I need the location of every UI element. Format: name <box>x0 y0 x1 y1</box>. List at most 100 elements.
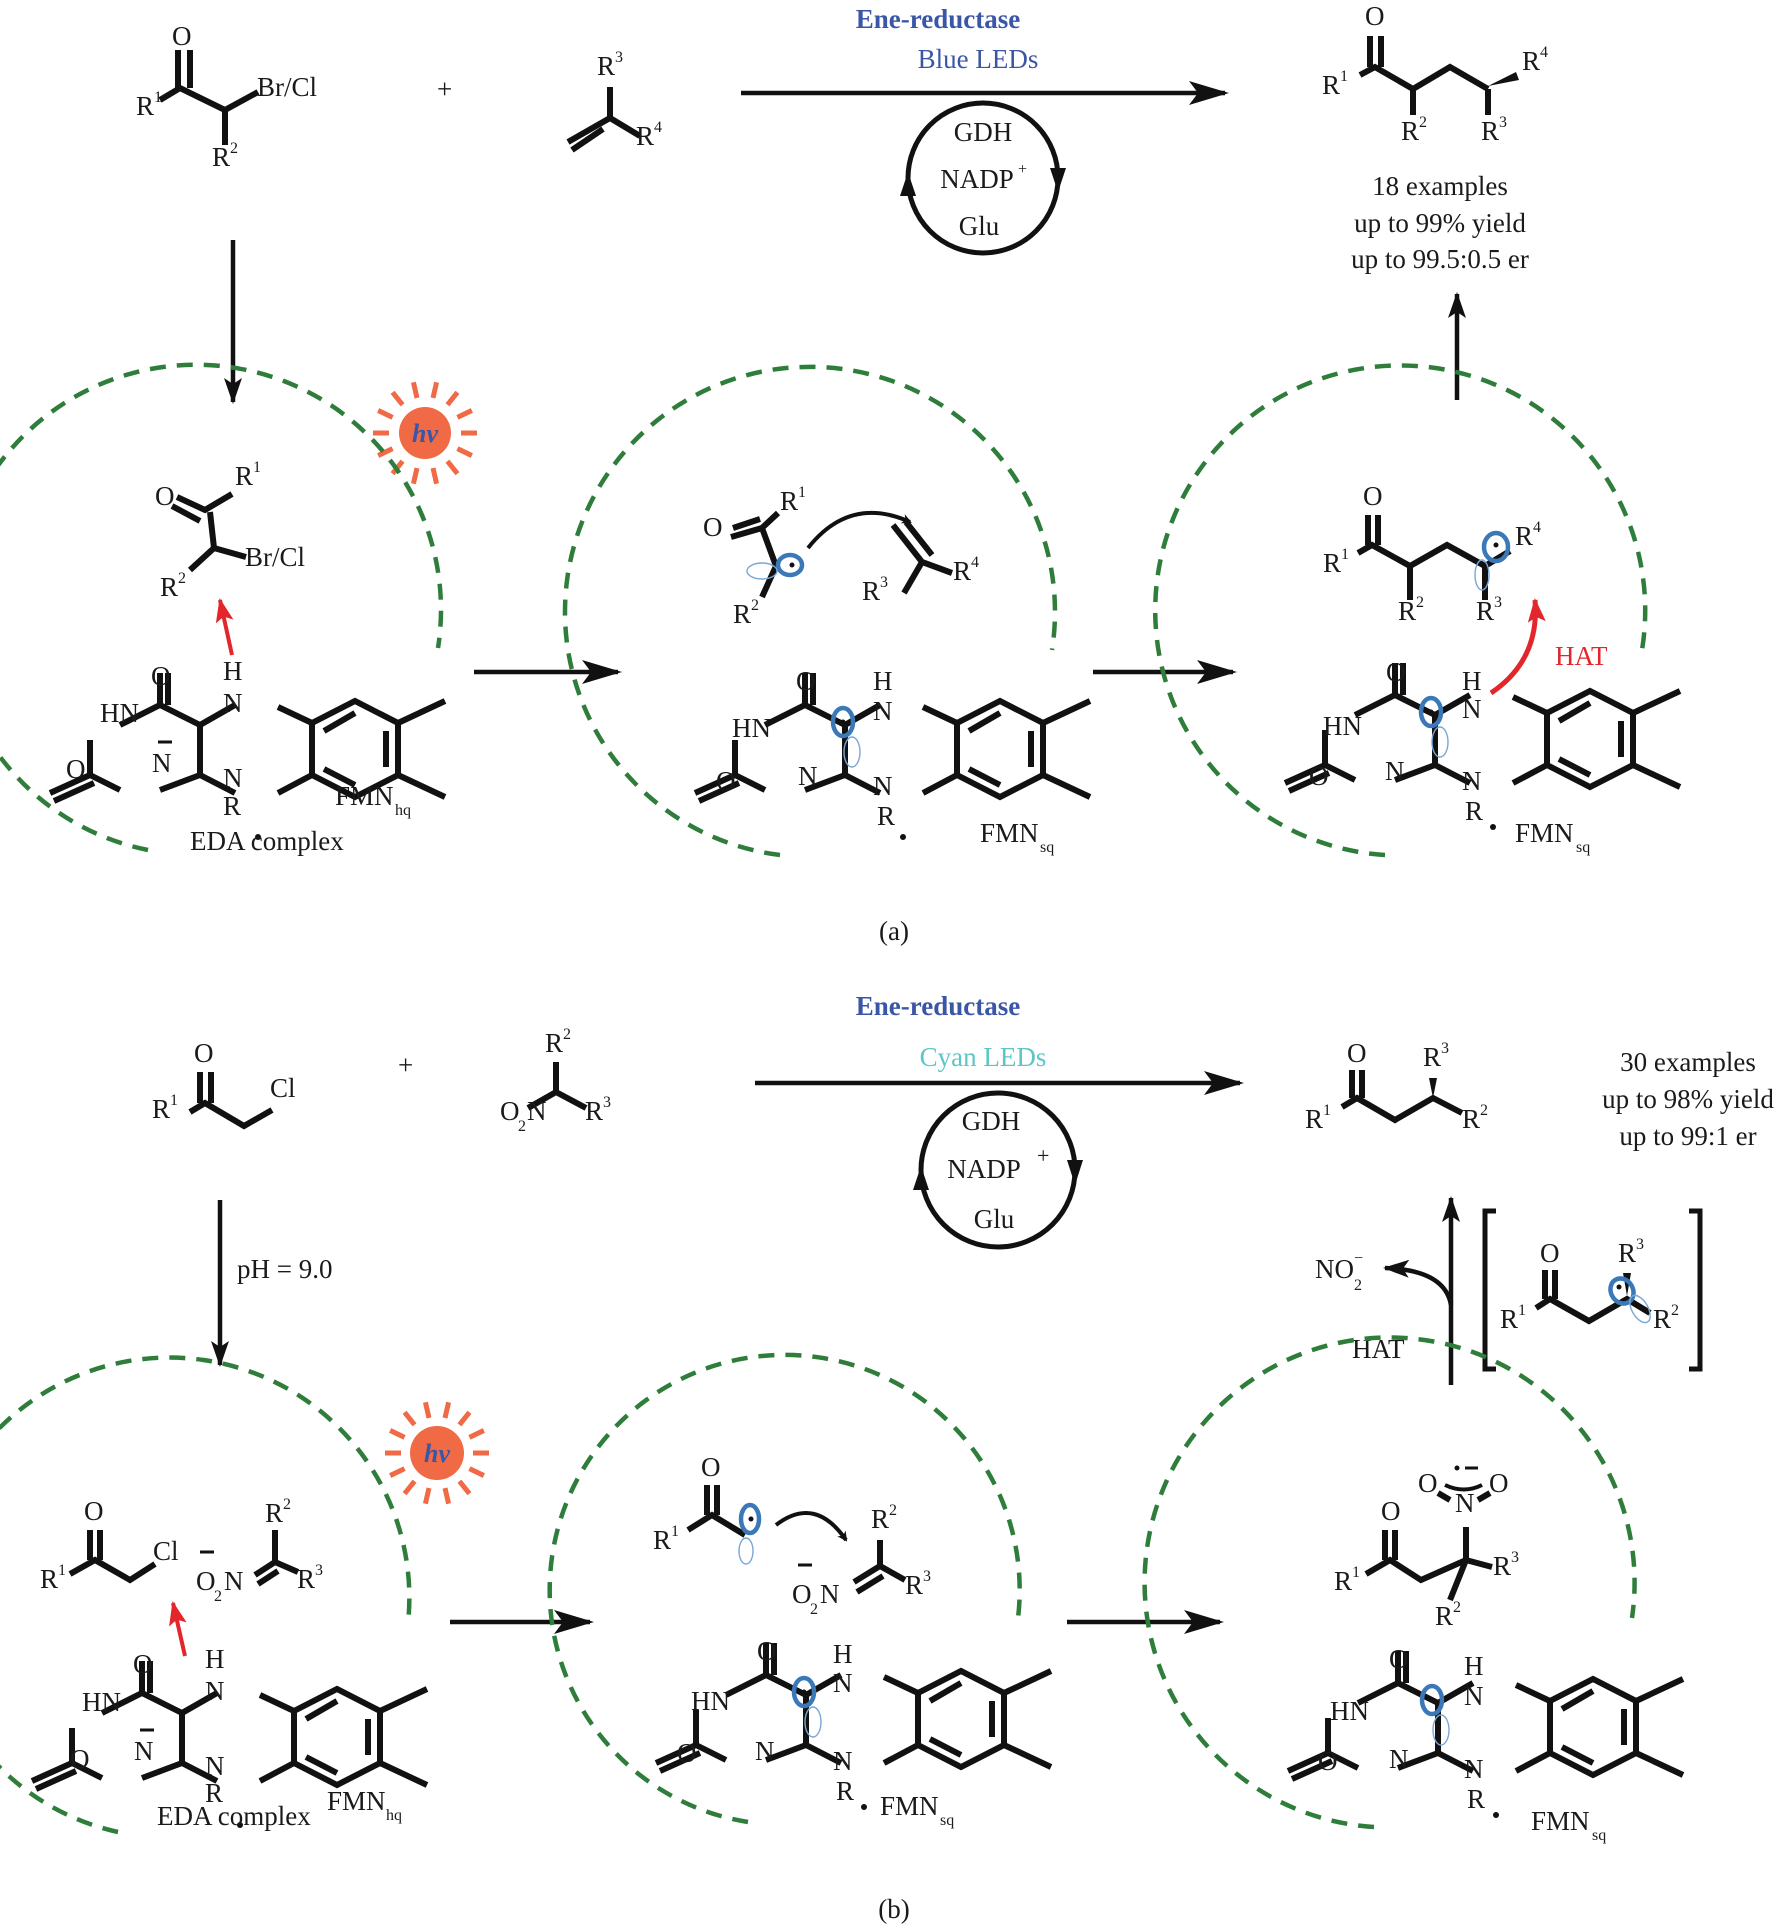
atom-label: O <box>1381 1496 1401 1526</box>
atom-label: O <box>500 1096 520 1126</box>
atom-label: Br/Cl <box>257 72 317 102</box>
atom-label: R <box>877 801 895 831</box>
atom-label: N <box>223 688 243 718</box>
light-hv-icon: hv <box>385 1401 489 1505</box>
hat-arrow <box>1489 598 1546 696</box>
reagent-nitroalkane-b: O 2 N R 2 R 3 <box>500 1026 611 1135</box>
atom-label: R <box>152 1094 170 1124</box>
sun-ray-icon <box>390 390 405 407</box>
atom-label: R <box>1423 1042 1441 1072</box>
product-a: O R 1 R 2 R 3 R 4 <box>1322 1 1548 146</box>
light-source-label: Blue LEDs <box>918 44 1039 74</box>
atom-label: N <box>833 1746 853 1776</box>
atom-label: N <box>1385 756 1405 786</box>
charge: − <box>1354 1250 1363 1267</box>
atom-label: O <box>796 666 816 696</box>
sun-ray-icon <box>442 1401 452 1419</box>
atom-label: R <box>1334 1566 1352 1596</box>
flavin-label: FMN <box>1515 818 1574 848</box>
atom-label: HN <box>100 698 139 728</box>
atom-label: R <box>905 1570 923 1600</box>
atom-label: O <box>1540 1238 1560 1268</box>
atom-label: R <box>160 572 178 602</box>
atom-label: O <box>66 754 86 784</box>
cofactor-cycle: GDH NADP + Glu <box>900 100 1066 256</box>
atom-label: HN <box>82 1687 121 1717</box>
atom-label: O <box>196 1566 216 1596</box>
superscript: 2 <box>1416 594 1424 611</box>
results-er: up to 99:1 er <box>1619 1121 1756 1151</box>
enzyme-label: Ene-reductase <box>856 4 1020 34</box>
enzyme-pocket-radical-addition-b: O R 1 R 2 R 3 O 2 N O HN O N H N N R <box>547 1352 1051 1829</box>
atom-label: HN <box>1330 1696 1369 1726</box>
superscript: 3 <box>923 1568 931 1585</box>
atom-label: O <box>716 766 736 796</box>
atom-label: O <box>172 21 192 51</box>
cofactor-nadp: NADP <box>940 164 1014 194</box>
cofactor-charge: + <box>1018 161 1027 178</box>
panel-label-a: (a) <box>879 916 909 946</box>
atom-label: R <box>1481 116 1499 146</box>
atom-label: O <box>701 1452 721 1482</box>
sun-ray-icon <box>430 381 440 399</box>
sun-ray-icon <box>389 1428 406 1440</box>
atom-label: N <box>527 1096 547 1126</box>
electron-transfer-arrow <box>169 1601 187 1657</box>
flavin-label: FMN <box>1531 1806 1590 1836</box>
atom-label: R <box>545 1028 563 1058</box>
results-examples: 30 examples <box>1620 1047 1756 1077</box>
superscript: 4 <box>654 119 662 136</box>
atom-label: N <box>223 763 243 793</box>
cofactor-cycle: GDH NADP + Glu <box>913 1090 1083 1250</box>
superscript: 1 <box>798 484 806 501</box>
superscript: 1 <box>253 459 261 476</box>
light-source-label: Cyan LEDs <box>920 1042 1047 1072</box>
atom-label: R <box>636 121 654 151</box>
product-b: O R 1 R 3 R 2 <box>1305 1038 1488 1134</box>
sun-ray-icon <box>410 467 420 485</box>
superscript: 1 <box>1352 1564 1360 1581</box>
sun-ray-icon <box>377 408 394 420</box>
atom-label: R <box>1522 46 1540 76</box>
cofactor-nadp: NADP <box>947 1154 1021 1184</box>
atom-label: O <box>1309 761 1329 791</box>
sun-ray-icon <box>410 381 420 399</box>
flavin-label: FMN <box>980 818 1039 848</box>
hat-label: HAT <box>1555 641 1608 671</box>
superscript: 2 <box>751 597 759 614</box>
svg-text:hv: hv <box>412 419 438 448</box>
atom-label: H <box>1462 666 1482 696</box>
atom-label: HN <box>691 1686 730 1716</box>
atom-label: N <box>1464 1681 1484 1711</box>
cofactor-glu: Glu <box>974 1204 1015 1234</box>
atom-label: O <box>84 1496 104 1526</box>
atom-label: R <box>1401 116 1419 146</box>
atom-label: O <box>1418 1468 1438 1498</box>
subscript: 2 <box>1354 1277 1362 1294</box>
atom-label: R <box>953 556 971 586</box>
atom-label: N <box>873 771 893 801</box>
eda-complex-caption: EDA complex <box>157 1801 311 1831</box>
sun-ray-icon <box>389 1466 406 1478</box>
superscript: 1 <box>58 1562 66 1579</box>
flavin-label: FMN <box>335 781 394 811</box>
atom-label: R <box>585 1096 603 1126</box>
superscript: 3 <box>603 1094 611 1111</box>
atom-label: O <box>792 1579 812 1609</box>
electron-transfer-arrow <box>215 598 234 656</box>
superscript: 3 <box>615 49 623 66</box>
atom-label: R <box>1465 796 1483 826</box>
atom-label: HN <box>1323 711 1362 741</box>
atom-label: N <box>755 1736 775 1766</box>
subscript: 2 <box>214 1588 222 1605</box>
superscript: 3 <box>1636 1236 1644 1253</box>
atom-label: R <box>223 791 241 821</box>
reagent-chloroketone-b: O R 1 Cl <box>152 1038 296 1130</box>
superscript: 1 <box>170 1092 178 1109</box>
atom-label: N <box>1455 1488 1475 1518</box>
bracket-intermediate-b: O R 3 R 1 R 2 <box>1482 1208 1703 1372</box>
atom-label: R <box>871 1504 889 1534</box>
atom-label: Cl <box>153 1536 179 1566</box>
atom-label: O <box>151 661 171 691</box>
